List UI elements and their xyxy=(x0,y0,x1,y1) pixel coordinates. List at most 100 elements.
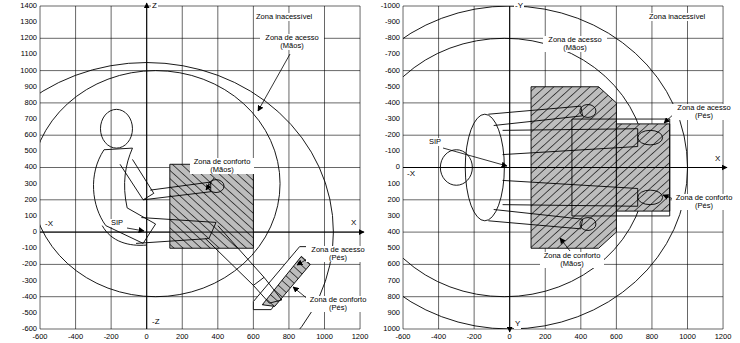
tick-label: 1000 xyxy=(383,325,400,333)
tick-label: 400 xyxy=(575,333,588,341)
tick-label: 100 xyxy=(387,180,400,188)
zone-label: Zona de conforto (Pés) xyxy=(672,194,736,210)
grid-line xyxy=(403,70,723,71)
axis-label: Y xyxy=(514,320,521,329)
grid-line xyxy=(40,329,360,330)
tick-label: 200 xyxy=(24,196,37,204)
grid-line xyxy=(40,264,360,265)
axes xyxy=(40,3,727,332)
zone-label: SIP xyxy=(110,219,124,227)
tick-label: -600 xyxy=(396,333,411,341)
tick-label: -100 xyxy=(22,244,37,252)
tick-label: -300 xyxy=(385,115,400,123)
foot-comfort-zone xyxy=(262,256,310,306)
tick-label: 500 xyxy=(387,244,400,252)
tick-label: -700 xyxy=(385,50,400,58)
zone-label: Zona de acesso (Pés) xyxy=(672,104,736,120)
zone-label: Zona de conforto (Pés) xyxy=(306,296,370,312)
tick-label: -900 xyxy=(385,18,400,26)
tick-label: -400 xyxy=(22,293,37,301)
tick-label: 400 xyxy=(24,163,37,171)
grid-line xyxy=(40,135,360,136)
zone-label: Zona de acesso (Pés) xyxy=(306,246,370,262)
tick-label: 1000 xyxy=(679,333,696,341)
tick-label: 1300 xyxy=(20,18,37,26)
zone-label: Zona de acesso (Mãos) xyxy=(260,34,324,50)
tick-label: -400 xyxy=(385,99,400,107)
hand-comfort-zone xyxy=(170,164,254,248)
axis-label: -Z xyxy=(151,318,161,327)
tick-label: 900 xyxy=(387,309,400,317)
tick-label: 1100 xyxy=(21,50,37,58)
tick-label: 1000 xyxy=(20,67,37,75)
zone-label: Zona inacessível xyxy=(255,13,313,21)
tick-label: -600 xyxy=(385,67,400,75)
tick-label: 300 xyxy=(387,212,400,220)
tick-label: -500 xyxy=(22,309,37,317)
tick-label: -200 xyxy=(22,260,37,268)
tick-label: 0 xyxy=(396,163,400,171)
zone-label: Zona de conforto (Mãos) xyxy=(540,252,604,268)
tick-label: -600 xyxy=(33,333,48,341)
grid-line xyxy=(403,296,723,297)
tick-label: 600 xyxy=(247,333,260,341)
tick-label: 0 xyxy=(145,333,149,341)
tick-label: 1200 xyxy=(352,333,369,341)
tick-label: -200 xyxy=(104,333,119,341)
tick-label: 300 xyxy=(24,180,37,188)
tick-label: -200 xyxy=(385,131,400,139)
grid-line xyxy=(403,329,723,330)
tick-label: 500 xyxy=(24,147,37,155)
grid-line xyxy=(403,6,723,7)
tick-label: -1000 xyxy=(381,2,400,10)
hand-access-circle xyxy=(40,71,280,297)
grid-line xyxy=(40,102,360,103)
zone-label: Zona de conforto (Mãos) xyxy=(190,158,254,174)
leader-lines xyxy=(127,54,676,300)
zone-label: Zona de acesso (Mãos) xyxy=(543,36,607,52)
tick-label: 600 xyxy=(24,131,37,139)
tick-label: 200 xyxy=(176,333,189,341)
grid-line xyxy=(40,6,360,7)
tick-label: 700 xyxy=(24,115,37,123)
tick-label: 1000 xyxy=(316,333,333,341)
tick-label: 700 xyxy=(387,277,400,285)
tick-label: 800 xyxy=(283,333,296,341)
tick-label: 800 xyxy=(24,99,37,107)
tick-label: 0 xyxy=(508,333,512,341)
tick-label: 400 xyxy=(212,333,225,341)
tick-label: 200 xyxy=(387,196,400,204)
side-view xyxy=(40,63,333,329)
zone-label: SIP xyxy=(428,138,442,146)
tick-label: 1200 xyxy=(715,333,732,341)
tick-label: -300 xyxy=(22,277,37,285)
tick-label: 900 xyxy=(24,83,37,91)
axis-label: Z xyxy=(151,2,158,11)
tick-label: -500 xyxy=(385,83,400,91)
tick-label: 600 xyxy=(387,260,400,268)
tick-label: 200 xyxy=(539,333,552,341)
axis-label: X xyxy=(714,155,721,164)
tick-label: -400 xyxy=(431,333,446,341)
tick-label: -800 xyxy=(385,34,400,42)
tick-label: -400 xyxy=(68,333,83,341)
axis-label: X xyxy=(350,219,357,228)
axis-label: -X xyxy=(44,220,54,229)
axis-label: -Y xyxy=(514,2,524,11)
tick-label: 1400 xyxy=(20,2,37,10)
tick-label: 0 xyxy=(33,228,37,236)
tick-label: -100 xyxy=(385,147,400,155)
tick-label: -200 xyxy=(467,333,482,341)
axis-label: -X xyxy=(406,170,416,179)
tick-label: 400 xyxy=(387,228,400,236)
tick-label: 800 xyxy=(646,333,659,341)
tick-label: 800 xyxy=(387,293,400,301)
seated-figure xyxy=(93,109,281,303)
tick-label: 600 xyxy=(610,333,623,341)
tick-label: -600 xyxy=(22,325,37,333)
tick-label: 100 xyxy=(24,212,37,220)
zone-label: Zona inacessível xyxy=(648,13,706,21)
